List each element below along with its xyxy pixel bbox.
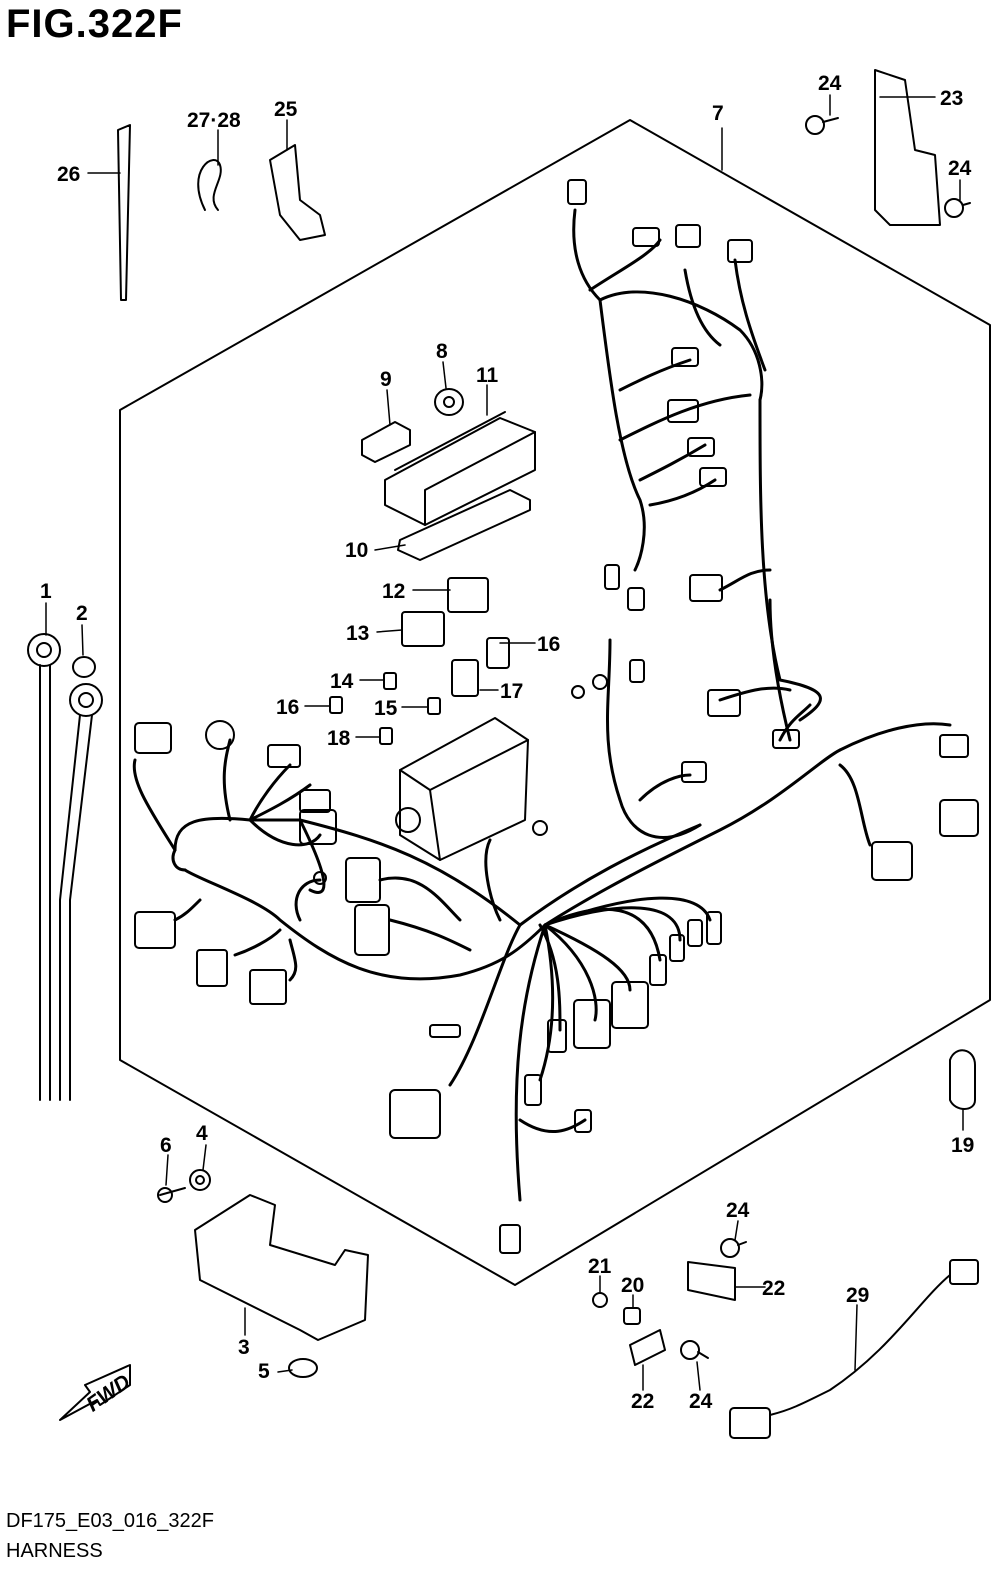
grommet-5 bbox=[288, 1358, 318, 1378]
clamp-25 bbox=[269, 144, 326, 241]
callout-26: 26 bbox=[57, 163, 80, 186]
callout-24: 24 bbox=[726, 1199, 750, 1222]
callout-9: 9 bbox=[380, 368, 392, 391]
figure-name: HARNESS bbox=[6, 1540, 103, 1562]
bolt-6 bbox=[159, 1187, 186, 1196]
fwd-label: FWD bbox=[82, 1370, 134, 1416]
callout-1: 1 bbox=[40, 580, 52, 603]
clip bbox=[361, 421, 411, 463]
assembly-outline bbox=[119, 119, 991, 1286]
callout-17: 17 bbox=[500, 680, 523, 703]
fuse-15 bbox=[427, 697, 441, 715]
callout-13: 13 bbox=[346, 622, 369, 645]
washer-21 bbox=[592, 1292, 608, 1308]
callout-18: 18 bbox=[327, 727, 351, 750]
fuse-holder bbox=[395, 717, 529, 861]
fuse-17 bbox=[451, 659, 479, 697]
callout-11: 11 bbox=[476, 364, 499, 387]
callout-16: 16 bbox=[276, 696, 299, 719]
callout-21: 21 bbox=[588, 1255, 612, 1278]
callout-10: 10 bbox=[345, 539, 368, 562]
callout-24: 24 bbox=[689, 1390, 713, 1413]
cable-tie bbox=[117, 124, 131, 301]
fuse-box-cover bbox=[384, 411, 536, 561]
figure-title: FIG.322F bbox=[6, 2, 183, 46]
fuse-16a bbox=[329, 696, 343, 714]
callout-25: 25 bbox=[274, 98, 298, 121]
callout-22: 22 bbox=[631, 1390, 654, 1413]
callout-19: 19 bbox=[951, 1134, 974, 1157]
callout-24: 24 bbox=[948, 157, 972, 180]
fwd-arrow: FWD bbox=[59, 1364, 135, 1421]
callout-15: 15 bbox=[374, 697, 398, 720]
callout-14: 14 bbox=[330, 670, 354, 693]
washer-4 bbox=[189, 1169, 211, 1191]
callout-16: 16 bbox=[537, 633, 560, 656]
callout-12: 12 bbox=[382, 580, 405, 603]
callout-2: 2 bbox=[76, 602, 88, 625]
callout-22: 22 bbox=[762, 1277, 785, 1300]
callout-8: 8 bbox=[436, 340, 448, 363]
callout-5: 5 bbox=[258, 1360, 270, 1383]
harness-connectors bbox=[134, 179, 979, 1254]
grommet bbox=[434, 388, 464, 416]
figure-code: DF175_E03_016_322F bbox=[6, 1510, 214, 1532]
callout-20: 20 bbox=[621, 1274, 644, 1297]
callout-3: 3 bbox=[238, 1336, 250, 1359]
callout-4: 4 bbox=[196, 1122, 208, 1145]
callout-6: 6 bbox=[160, 1134, 172, 1157]
callout-7: 7 bbox=[712, 102, 724, 125]
bracket-3 bbox=[194, 1194, 369, 1341]
plate-22a bbox=[687, 1261, 736, 1301]
relay-13 bbox=[401, 611, 445, 647]
fuse-18 bbox=[379, 727, 393, 745]
relay-12 bbox=[447, 577, 489, 613]
nut-20 bbox=[623, 1307, 641, 1325]
clamp bbox=[197, 159, 222, 211]
callout-24: 24 bbox=[818, 72, 842, 95]
fuse-14 bbox=[383, 672, 397, 690]
callout-27-28: 27·28 bbox=[187, 109, 241, 132]
callout-23: 23 bbox=[940, 87, 963, 110]
extension-harness-29 bbox=[729, 1259, 979, 1439]
callout-29: 29 bbox=[846, 1284, 869, 1307]
main-harness bbox=[132, 208, 952, 1202]
bolt-24 bbox=[680, 115, 971, 1360]
battery-cables bbox=[27, 633, 103, 1101]
bracket-23 bbox=[874, 69, 941, 226]
leader-lines bbox=[45, 94, 964, 1391]
plate-22b bbox=[629, 1329, 666, 1366]
cap-19 bbox=[949, 1049, 976, 1110]
fuse-16b bbox=[486, 637, 510, 669]
